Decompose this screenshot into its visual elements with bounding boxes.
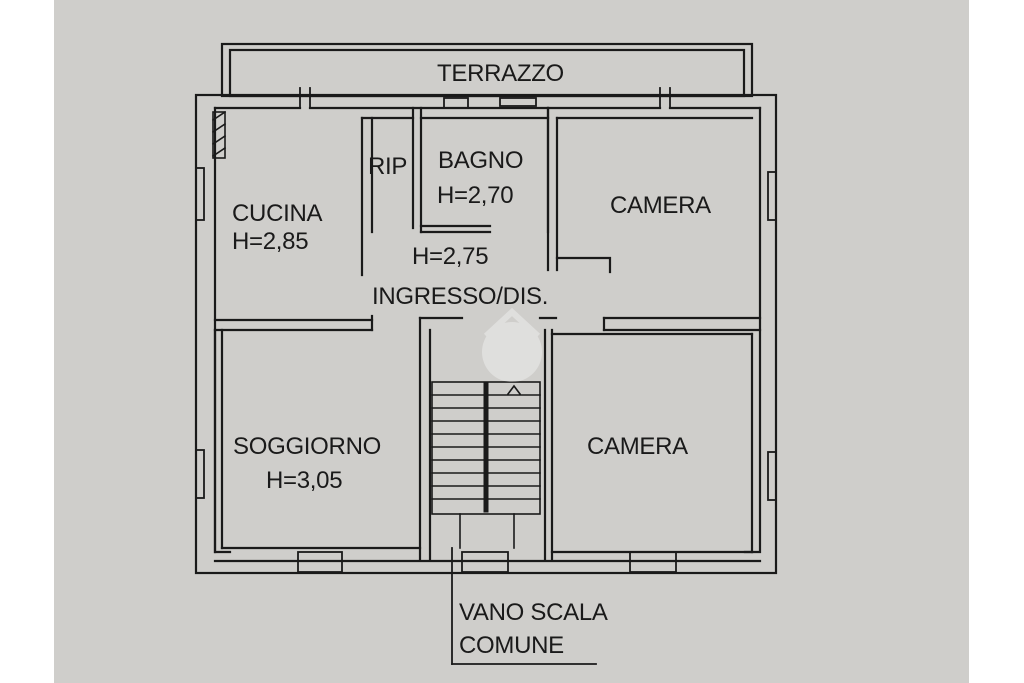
kitchen-flue xyxy=(211,110,227,159)
kitchen-walls xyxy=(213,314,374,332)
stairwell-walls xyxy=(418,316,558,562)
kitchen-name: CUCINA xyxy=(232,200,323,227)
terrace-label: TERRAZZO xyxy=(437,60,564,87)
stairwell-label-line2: COMUNE xyxy=(459,632,564,659)
bathroom-name: BAGNO xyxy=(438,147,524,174)
hall-height: H=2,75 xyxy=(412,243,489,270)
stairwell-label-line1: VANO SCALA xyxy=(459,599,608,626)
living-walls xyxy=(213,328,754,554)
bedroom-bottom-label: CAMERA xyxy=(587,433,688,460)
bedroom-top-label: CAMERA xyxy=(610,192,711,219)
kitchen-height: H=2,85 xyxy=(232,228,309,255)
stairwell-callout xyxy=(451,547,597,665)
paper-background xyxy=(54,0,969,683)
living-name: SOGGIORNO xyxy=(233,433,381,460)
bedroom-top-walls xyxy=(546,106,762,332)
stairs[interactable] xyxy=(431,381,541,549)
living-height: H=3,05 xyxy=(266,467,343,494)
hall-label: INGRESSO/DIS. xyxy=(372,283,549,310)
closet-label: RIP xyxy=(368,153,408,180)
windows xyxy=(195,87,777,573)
bathroom-height: H=2,70 xyxy=(437,182,514,209)
watermark-logo xyxy=(482,307,542,382)
closet-walls xyxy=(360,106,423,277)
